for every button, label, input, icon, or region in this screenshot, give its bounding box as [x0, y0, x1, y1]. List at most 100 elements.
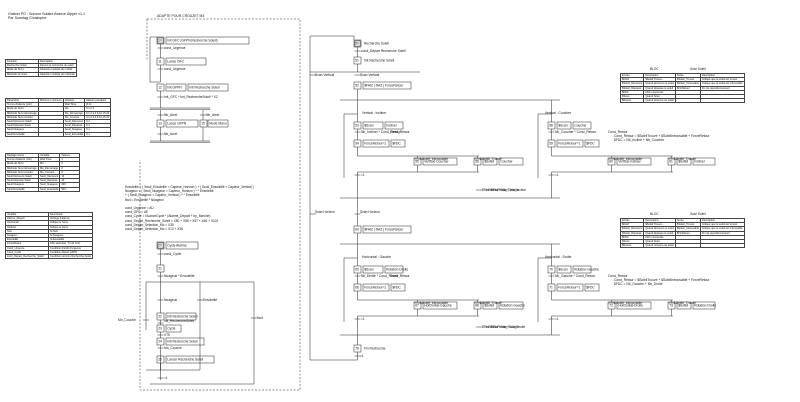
- diagram-label: Vertical : Incliner: [362, 111, 387, 115]
- step-number: 25: [158, 358, 162, 362]
- diagram-label: Nb_Droite * Cond_Retour: [361, 274, 399, 278]
- action-label: Init GFPN: [167, 86, 182, 90]
- step-number: 24: [158, 340, 162, 344]
- diagram-label: Cond_Retour: [608, 130, 629, 134]
- action-box: [362, 283, 390, 292]
- action-box: [556, 121, 572, 130]
- diagram-label: Recherche Soleil: [364, 42, 389, 46]
- step-number: 23: [158, 327, 162, 331]
- initial-step-inner: [157, 242, 164, 249]
- action-box: [616, 157, 652, 166]
- diagram-label: cond_Cycle: [164, 252, 181, 256]
- diagram-label: =1: [361, 173, 365, 177]
- step-number: 70: [549, 268, 553, 272]
- step-number: 61: [669, 160, 673, 164]
- action-label: $Scan: [364, 268, 374, 272]
- diagram-label: cond_Urgence: [164, 46, 186, 50]
- action-label: Incliner: [694, 160, 706, 164]
- step-number: 55: [415, 160, 419, 164]
- action-box: [165, 241, 199, 250]
- bloc-label-v: BLOC: [650, 67, 659, 71]
- action-label: $FDC: [392, 142, 401, 146]
- author-line: Par Sonntag Christophe: [8, 16, 47, 20]
- diagram-label: Cond_Retour: [390, 130, 411, 134]
- suivi-label-h: Suivi Soleil: [690, 212, 706, 216]
- adapt-note: ADAPTE POUR CROUZET M3: [157, 14, 205, 18]
- action-box: [482, 301, 498, 310]
- action-label: $Soleil: [484, 304, 494, 308]
- diagram-label: $FDC = Nb_Gauche + Nb_Droite: [614, 282, 663, 286]
- action-box: [556, 283, 584, 292]
- diagram-label: =1: [555, 317, 559, 321]
- equation-line: cond_GFC = AE: [125, 210, 149, 215]
- action-box: [362, 139, 390, 148]
- diagram-label: Mo_Couche: [164, 346, 182, 350]
- step-number: 76: [355, 347, 359, 351]
- action-label: $FAIZ | RAZ | ForceRetour: [364, 228, 404, 232]
- step-number: 53: [355, 124, 359, 128]
- step-number: 71: [549, 286, 553, 290]
- step-number: 60: [609, 160, 613, 164]
- action-box: [187, 83, 229, 92]
- action-box: [384, 265, 404, 274]
- step-number: 15: [201, 122, 205, 126]
- table-cell: cond_Départ_Recherche_Soleil: [5, 253, 49, 260]
- action-label: Cycle: [167, 327, 175, 331]
- action-label: Rotation Gauche: [574, 268, 599, 272]
- action-box: [584, 283, 600, 292]
- action-box: [572, 121, 592, 130]
- diagram-label: Cond_Retour: [390, 274, 411, 278]
- diagram-label: Scan Vertical: [315, 73, 335, 77]
- action-box: [165, 57, 207, 66]
- step-number: 58: [549, 124, 553, 128]
- action-label: $FDC: [392, 286, 401, 290]
- action-box: [165, 83, 187, 92]
- diagram-label: $Soleil_Introuvable: [614, 301, 642, 305]
- table-cell: [699, 98, 745, 104]
- action-label: Init Recherche Soleil: [189, 86, 220, 90]
- table-cell: [674, 243, 701, 249]
- action-box: [422, 157, 458, 166]
- diagram-label: X75: [164, 333, 170, 337]
- initial-step-inner: [354, 40, 361, 47]
- diagram-label: $Soleil_Trouvé: [480, 157, 502, 161]
- table-cell: Seuil_Ensoleillé: [62, 131, 86, 137]
- step-number: 68: [475, 304, 479, 308]
- action-label: ForceRetour=1: [364, 286, 386, 290]
- diagram-label: Scan Horizon: [315, 210, 335, 214]
- diagram-label: Nuageux: [164, 298, 178, 302]
- equation-line: Ensoleillé = ( Seuil_Ensoleillé > Capteu…: [125, 185, 254, 189]
- diagram-label: =1: [555, 173, 559, 177]
- step-number: 12: [158, 86, 162, 90]
- initial-step-inner: [157, 37, 164, 44]
- equation-line: Nuit = Ensoleillé * Nuageux: [125, 197, 164, 202]
- action-label: Horizontal-Gauche: [424, 304, 452, 308]
- action-label: $FDC: [586, 286, 595, 290]
- diagram-label: cond_Urgence: [164, 67, 186, 71]
- action-box: [384, 121, 404, 130]
- step-number: 22: [158, 315, 162, 319]
- equation-line: + ( Seuil_Nuageux < Capteur_Vertical ) *…: [125, 193, 200, 198]
- diagram-label: $FinRetour * Nb_Incliné: [491, 188, 526, 192]
- action-label: Lancer Recherche Soleil: [167, 358, 203, 362]
- action-label: Lance GFC: [167, 60, 184, 64]
- diagram-label: Nb_Arret: [164, 113, 177, 117]
- action-box: [572, 265, 592, 274]
- diagram-label: Nb_Arret: [164, 132, 177, 136]
- equation-line: cond_Départ_Sélection_Mo = X12 + X36: [125, 227, 183, 231]
- step-number: 52: [355, 84, 359, 88]
- action-label: Coucher: [574, 124, 587, 128]
- action-box: [482, 157, 498, 166]
- step-number: 66: [355, 286, 359, 290]
- diagram-label: $Soleil_Introuvable: [420, 157, 448, 161]
